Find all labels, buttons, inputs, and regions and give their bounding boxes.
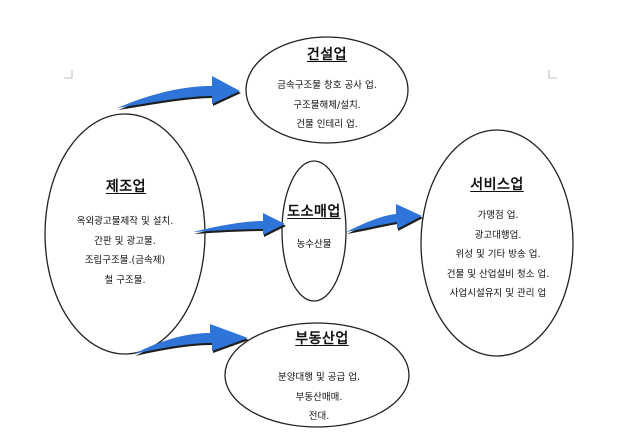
wholesale-title: 도소매업	[287, 204, 341, 220]
arrow-manufacturing-to-realestate	[134, 324, 249, 356]
manufacturing-item: 조립구조물.(금속제)	[84, 255, 166, 266]
service-ellipse	[420, 129, 574, 357]
service-item: 가맹점 업.	[477, 210, 519, 221]
wholesale-items: 농수산물	[280, 235, 348, 255]
service-title: 서비스업	[470, 177, 524, 193]
wholesale-item: 농수산물	[296, 239, 332, 250]
manufacturing-item: 철 구조물.	[104, 274, 146, 286]
wholesale-ellipse	[281, 160, 347, 302]
arrow-manufacturing-to-wholesale	[193, 213, 286, 237]
manufacturing-title: 제조업	[105, 179, 147, 195]
service-item: 사업시설유지 및 관리 업	[449, 288, 547, 299]
manufacturing-items: 옥외광고물제작 및 설치. 간판 및 광고물. 조립구조물.(금속제) 철 구조…	[50, 212, 200, 290]
service-item: 위성 및 기타 방송 업.	[455, 249, 541, 260]
construction-item: 구조물해체/설치.	[293, 99, 361, 111]
realestate-item: 분양대행 및 공급 업.	[278, 372, 360, 383]
realestate-title: 부동산업	[295, 331, 349, 347]
manufacturing-ellipse	[44, 113, 206, 355]
manufacturing-item: 간판 및 광고물.	[94, 235, 156, 247]
crop-mark-top-right	[548, 70, 557, 79]
arrow-manufacturing-to-construction	[117, 76, 241, 110]
service-item: 광고대행업.	[474, 229, 522, 241]
realestate-item: 전대.	[308, 411, 330, 422]
manufacturing-item: 옥외광고물제작 및 설치.	[76, 216, 174, 227]
crop-mark-top-left	[64, 70, 73, 79]
construction-item: 금속구조물 창호 공사 업.	[277, 80, 377, 91]
service-item: 건물 및 산업설비 청소 업.	[446, 268, 550, 280]
service-items: 가맹점 업. 광고대행업. 위성 및 기타 방송 업. 건물 및 산업설비 청소…	[423, 206, 573, 304]
realestate-items: 분양대행 및 공급 업. 부동산매매. 전대.	[236, 368, 402, 427]
construction-items: 금속구조물 창호 공사 업. 구조물해체/설치. 건물 인테리 업.	[244, 76, 410, 135]
construction-item: 건물 인테리 업.	[296, 119, 358, 130]
construction-title: 건설업	[306, 47, 348, 63]
realestate-item: 부동산매매.	[295, 391, 343, 403]
arrow-wholesale-to-service	[346, 204, 423, 234]
construction-ellipse	[245, 36, 409, 144]
realestate-ellipse	[224, 322, 410, 428]
